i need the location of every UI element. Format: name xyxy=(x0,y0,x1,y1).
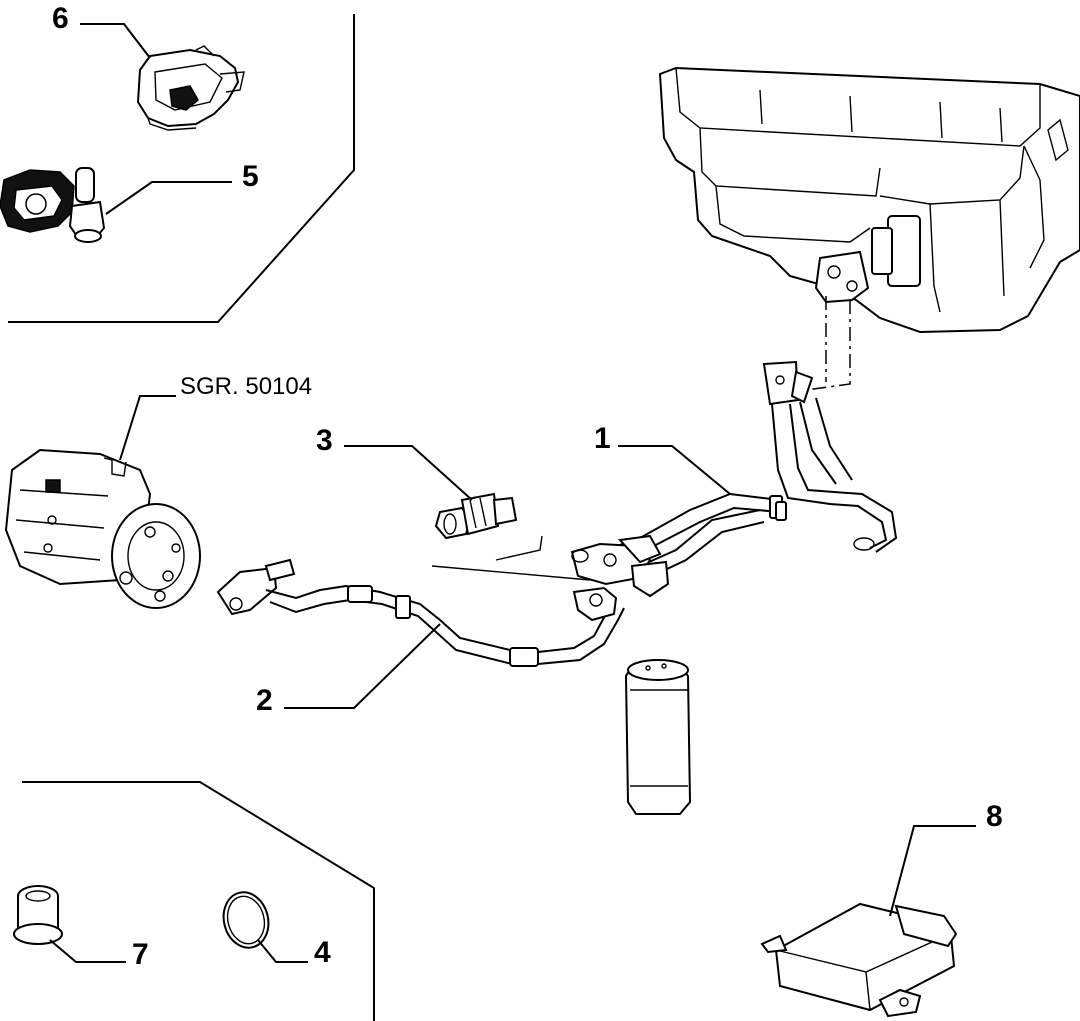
top-left-section-divider xyxy=(8,14,355,323)
bottom-section-divider xyxy=(22,781,375,1021)
callout-8: 8 xyxy=(986,800,1003,833)
assembly-line-evaporator-2 xyxy=(805,300,851,391)
part-3-assembly-line xyxy=(495,535,543,561)
part-1-assembly-line xyxy=(431,565,591,581)
leader-line-8 xyxy=(889,825,976,917)
leader-line-1 xyxy=(618,445,731,495)
leader-line-5 xyxy=(105,181,232,215)
leader-line-compressor xyxy=(119,395,176,461)
leader-line-3 xyxy=(344,445,473,501)
part-3-pressure-switch xyxy=(434,492,518,540)
callout-3: 3 xyxy=(316,424,333,457)
part-8-control-module xyxy=(760,902,958,1018)
leader-line-6 xyxy=(80,23,151,59)
part-6-connector-housing xyxy=(136,45,245,131)
evaporator-heater-unit xyxy=(658,66,1080,334)
leader-line-2 xyxy=(284,623,441,709)
callout-6: 6 xyxy=(52,2,69,35)
receiver-drier-canister xyxy=(624,659,692,815)
part-5-sensor-connector xyxy=(0,167,106,243)
part-2-hose-assembly xyxy=(216,558,625,667)
callout-7: 7 xyxy=(132,938,149,971)
callout-4: 4 xyxy=(314,936,331,969)
leader-line-7 xyxy=(49,939,126,963)
part-1-pipe-assembly xyxy=(570,360,898,598)
part-4-o-ring xyxy=(222,891,270,949)
callout-compressor-ref: SGR. 50104 xyxy=(180,373,312,400)
callout-5: 5 xyxy=(242,160,259,193)
callout-2: 2 xyxy=(256,684,273,717)
part-7-bushing xyxy=(13,885,63,945)
callout-1: 1 xyxy=(594,422,611,455)
leader-line-4 xyxy=(257,939,308,963)
compressor-assembly xyxy=(4,448,201,609)
